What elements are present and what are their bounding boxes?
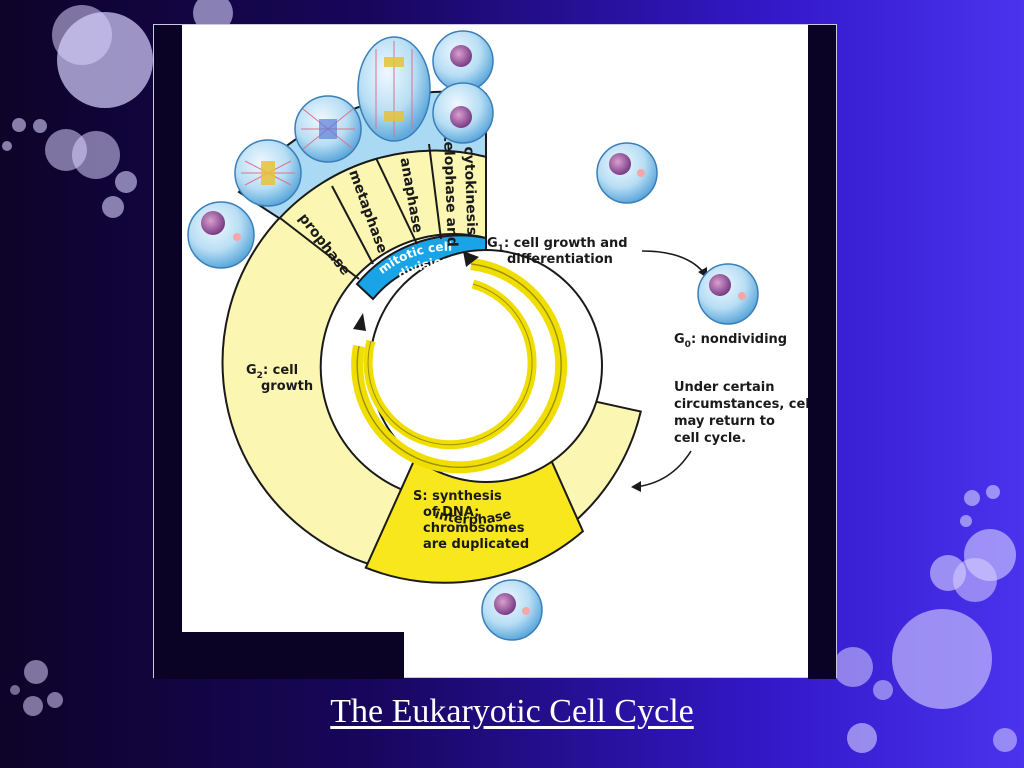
- slide-title: The Eukaryotic Cell Cycle: [330, 693, 694, 730]
- g0-label: G0: nondividing: [674, 332, 787, 350]
- cell-prophase: [187, 201, 255, 269]
- cell-g1: [596, 142, 658, 204]
- interphase-label: interphase: [433, 507, 513, 528]
- label-cytokinesis: cytokinesis: [460, 146, 479, 235]
- frame-right-bar: [808, 25, 836, 679]
- cell-s: [481, 579, 543, 641]
- g2-label: G2: cell: [246, 363, 298, 381]
- diagram-frame: interphase mitotic cell division prophas…: [153, 24, 837, 679]
- g1-label: G1: cell growth and: [487, 236, 628, 254]
- cell-anaphase: [294, 95, 362, 163]
- g0-note-2: circumstances, cell: [674, 397, 814, 412]
- g0-note-3: may return to: [674, 414, 775, 429]
- g2-label-line2: growth: [261, 379, 313, 394]
- cycle-arrow-inner: [363, 279, 537, 450]
- cell-telophase: [357, 36, 431, 142]
- cycle-arrow-outer: [351, 258, 568, 474]
- s-label-1: S: synthesis: [413, 489, 502, 504]
- s-label-4: are duplicated: [423, 537, 529, 552]
- cell-cycle-diagram: interphase mitotic cell division prophas…: [187, 30, 814, 641]
- arrow-return-cycle: [634, 450, 692, 488]
- frame-left-bar: [154, 25, 182, 679]
- cell-cytokinesis: [432, 30, 494, 144]
- g0-note-4: cell cycle.: [674, 431, 746, 446]
- s-label-2: of DNA;: [423, 505, 479, 520]
- cell-g0: [697, 263, 759, 325]
- g0-note-1: Under certain: [674, 380, 775, 395]
- label-telophase: telophase and: [440, 135, 460, 248]
- cycle-arrowhead-top: [463, 251, 479, 267]
- g1-label-line2: differentiation: [507, 252, 613, 267]
- arrow-to-g0: [641, 250, 705, 274]
- cycle-arrowhead-left: [353, 313, 366, 331]
- frame-bottom-block: [154, 632, 404, 679]
- s-label-3: chromosomes: [423, 521, 525, 536]
- cell-metaphase: [234, 139, 302, 207]
